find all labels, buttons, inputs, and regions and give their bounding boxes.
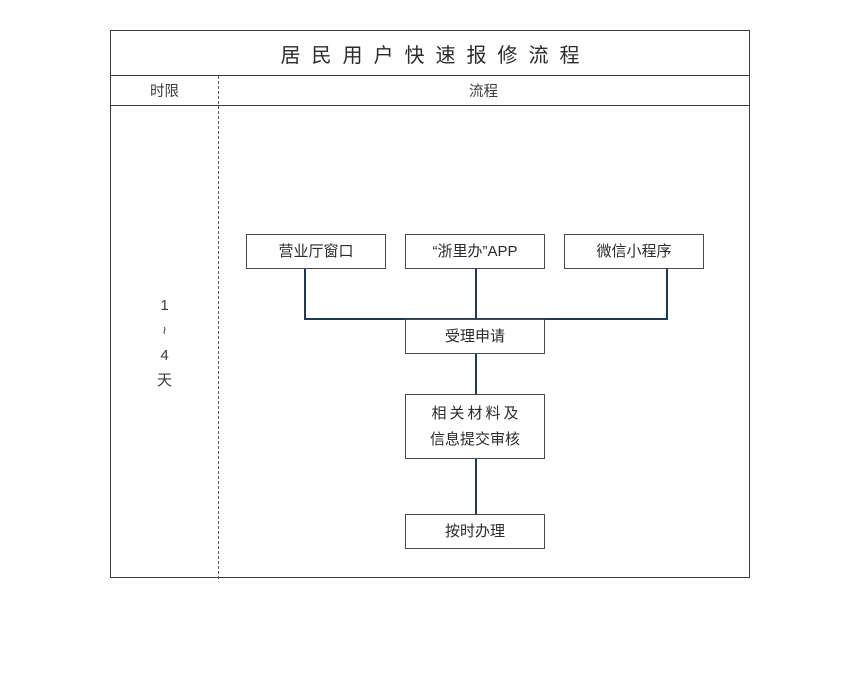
node-label: 按时办理 — [444, 522, 505, 540]
node-zhelib-app[interactable]: “浙里办”APP — [405, 234, 545, 269]
node-wechat-miniprogram[interactable]: 微信小程序 — [564, 234, 704, 269]
column-divider-dashed — [218, 76, 219, 579]
duration-glyph-4: 4 — [160, 346, 169, 364]
table-title-row: 居民用户快速报修流程 — [111, 31, 749, 76]
flowchart-table: 居民用户快速报修流程 时限 流程 1 ~ 4 天 — [110, 30, 750, 579]
node-accept-application[interactable]: 受理申请 — [405, 319, 545, 354]
connector-wechat-down — [666, 269, 668, 319]
connector-materials-to-handle — [475, 459, 477, 514]
node-label-line1: 相关材料及 — [431, 404, 522, 422]
node-label: 微信小程序 — [596, 242, 672, 260]
duration-value: 1 ~ 4 天 — [111, 106, 218, 579]
duration-glyph-tilde: ~ — [157, 325, 173, 335]
node-label-line2: 信息提交审核 — [429, 430, 520, 448]
node-label: 受理申请 — [444, 327, 505, 345]
column-header-duration: 时限 — [150, 84, 179, 100]
duration-glyph-unit: 天 — [156, 371, 172, 389]
connector-accept-to-materials — [475, 354, 477, 394]
node-label: “浙里办”APP — [432, 242, 518, 260]
page-title: 居民用户快速报修流程 — [280, 44, 591, 67]
column-header-flow: 流程 — [469, 84, 498, 100]
connector-hall-down — [304, 269, 306, 319]
table-header-row: 时限 流程 — [111, 76, 749, 106]
node-handle-on-time[interactable]: 按时办理 — [405, 514, 545, 549]
duration-glyph-1: 1 — [160, 296, 169, 314]
node-label: 营业厅窗口 — [278, 242, 354, 260]
connector-join-bar — [304, 318, 668, 320]
connector-to-accept — [475, 269, 477, 319]
table-body: 1 ~ 4 天 营业厅窗口 “浙里办”APP 微信小程序 — [111, 106, 749, 579]
node-service-hall-window[interactable]: 营业厅窗口 — [246, 234, 386, 269]
node-submit-materials-review[interactable]: 相关材料及 信息提交审核 — [405, 394, 545, 459]
